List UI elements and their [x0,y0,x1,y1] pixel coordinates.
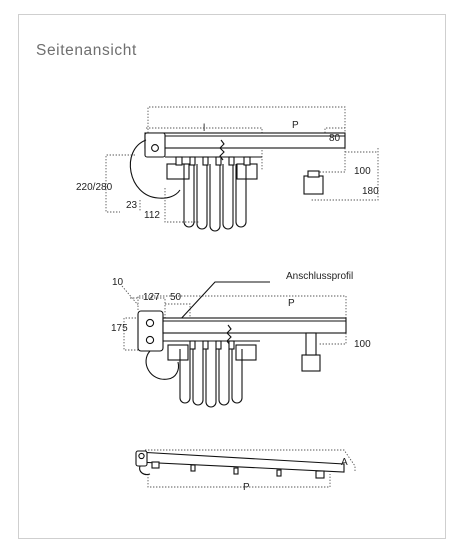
label-l: l [203,123,205,134]
dim-127: 127 [143,292,160,303]
dim-80: 80 [329,133,341,144]
dim-175: 175 [111,323,128,334]
bolt-hole [151,144,159,152]
dim-line-a [145,449,356,472]
heat-loops-2 [179,349,243,408]
dim-line-100 [312,148,346,173]
foot-right-neck [307,170,320,178]
cable [129,139,181,199]
valve-left-2 [167,344,189,361]
valve-middle [236,163,258,180]
label-a: A [341,457,348,468]
dim-line-p [147,106,346,133]
tube-body-2 [162,317,347,334]
dim-line-p2 [137,295,347,318]
dim-23: 23 [126,200,138,211]
flat-rail [137,451,345,473]
dim-line-175 [123,317,138,351]
dim-line-112 [164,188,200,223]
dim-10: 10 [112,277,124,288]
dim-180: 180 [362,186,379,197]
label-p2: P [288,298,295,309]
break-line-2 [226,324,232,346]
dim-100-2: 100 [354,339,371,350]
dim-line-80 [324,127,345,133]
bolt-hole-lower [145,335,155,345]
callout-leader [177,281,270,323]
valve-left [166,163,190,180]
dim-line-l [146,127,263,170]
dim-50: 50 [170,292,182,303]
rail-hook [139,465,151,476]
rail-hole [138,452,145,460]
side-view-1: l P 80 100 180 220/280 23 112 [76,106,379,232]
dim-line-p3 [147,474,331,488]
dim-100: 100 [354,166,371,177]
page-title: Seitenansicht [36,42,137,59]
tube-body [144,132,346,149]
foot-right-post-2 [305,332,317,356]
dim-line-180 [310,148,379,201]
label-p: P [292,120,299,131]
dim-line-220-280 [105,154,135,213]
heat-loops [183,164,247,232]
valve-middle-2 [235,344,257,361]
dim-112: 112 [144,210,160,221]
connection-profile [137,310,164,352]
side-view-3: A P [135,449,356,493]
label-p3: P [243,482,250,493]
drawing-card [18,14,446,539]
dim-line-127 [130,297,166,318]
callout-anschlussprofil: Anschlussprofil [286,271,353,282]
side-view-2: Anschlussprofil 10 127 50 175 P 100 [111,271,371,408]
bolt-hole-upper [145,318,155,328]
dim-220-280: 220/280 [76,182,113,193]
foot-right [303,175,324,195]
rail-feet [151,461,325,479]
foot-right-2 [301,354,321,372]
cable-2 [145,350,180,380]
dim-line-10 [121,285,139,306]
